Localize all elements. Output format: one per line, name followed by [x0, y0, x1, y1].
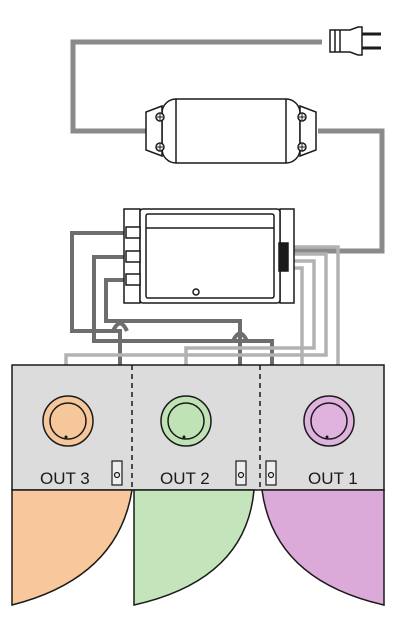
knob-icon [49, 402, 87, 440]
knob-icon [310, 402, 348, 440]
knob-out-2[interactable] [160, 395, 212, 447]
controller-icon [123, 208, 295, 304]
out-3-label: OUT 3 [40, 469, 90, 488]
mains-wire [70, 39, 385, 254]
power-supply-icon [145, 98, 317, 164]
knob-out-1[interactable] [303, 395, 355, 447]
knob-out-3[interactable] [42, 395, 94, 447]
terminal-icon [111, 460, 277, 486]
out-2-label: OUT 2 [160, 469, 210, 488]
wire-crossings [111, 321, 249, 342]
light-zones [11, 489, 385, 606]
knob-icon [167, 402, 205, 440]
out-1-label: OUT 1 [308, 469, 358, 488]
power-plug-icon [329, 26, 381, 56]
